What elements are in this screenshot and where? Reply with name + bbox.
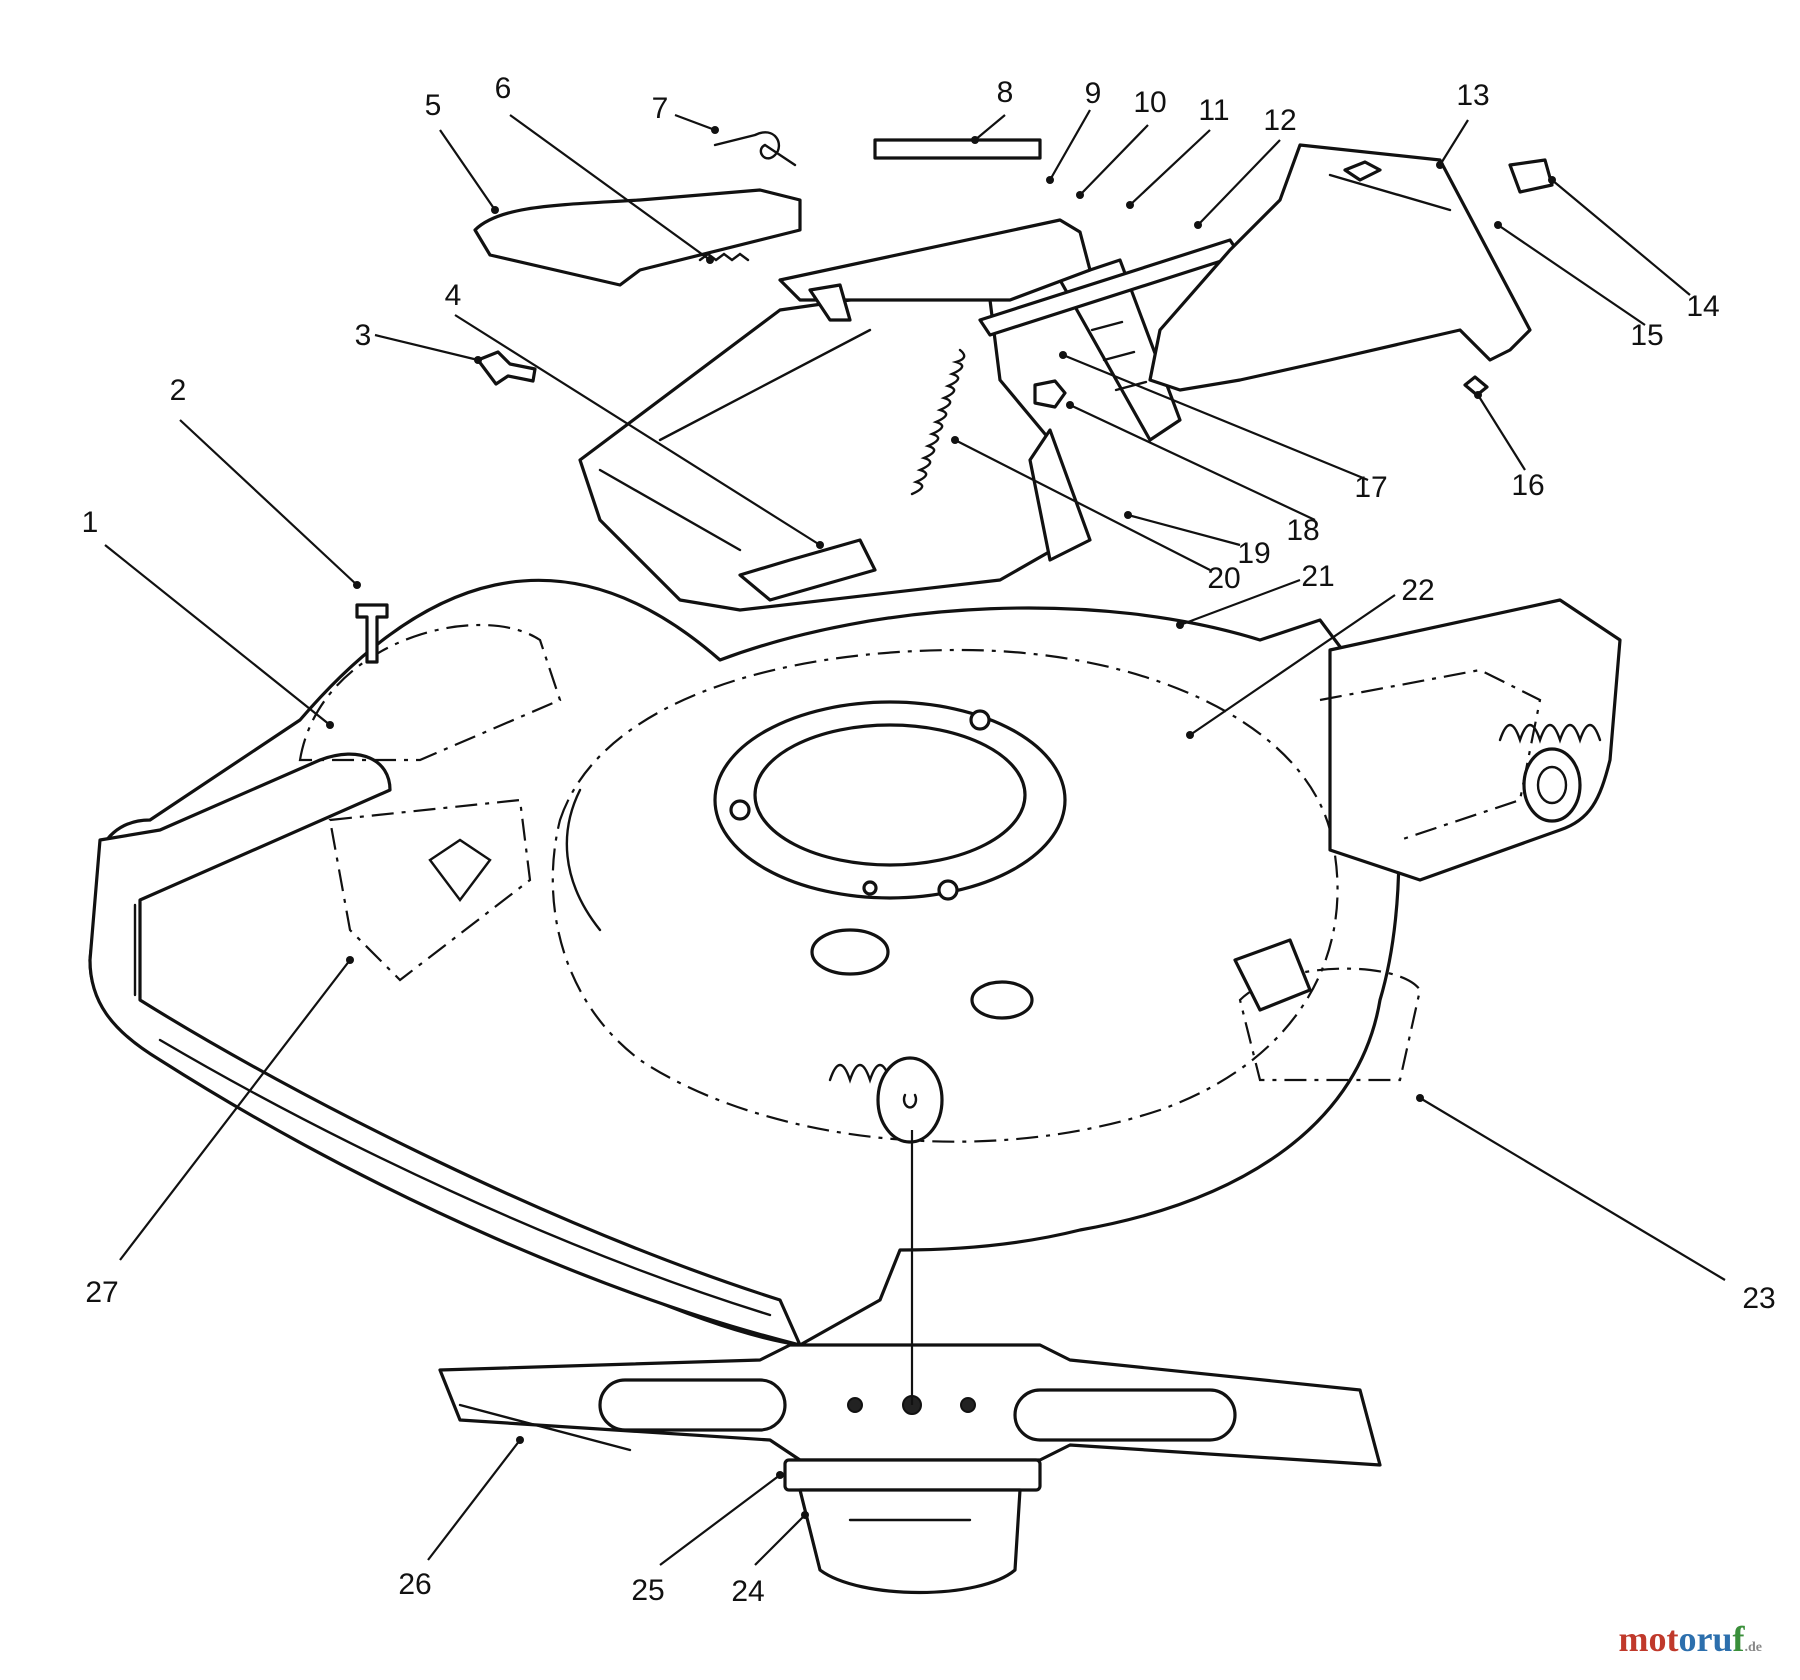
watermark-part-b: oru xyxy=(1678,1619,1733,1659)
callout-16: 16 xyxy=(1511,469,1544,502)
callout-22: 22 xyxy=(1401,574,1434,607)
cover-part xyxy=(473,188,802,287)
callout-6: 6 xyxy=(495,72,512,105)
bar-part xyxy=(873,138,1042,160)
mower-deck-housing xyxy=(88,578,1622,1347)
callout-17: 17 xyxy=(1354,471,1387,504)
rear-door-assembly xyxy=(578,258,1182,612)
callout-26: 26 xyxy=(398,1568,431,1601)
callout-23: 23 xyxy=(1742,1282,1775,1315)
watermark-suffix: .de xyxy=(1744,1640,1763,1655)
grass-bag-frame xyxy=(1148,143,1532,392)
callout-leaders xyxy=(104,109,1726,1566)
torsion-spring xyxy=(713,131,797,167)
callout-18: 18 xyxy=(1286,514,1319,547)
callout-7: 7 xyxy=(652,92,669,125)
callout-1: 1 xyxy=(82,506,99,539)
callout-25: 25 xyxy=(631,1574,664,1607)
callout-27: 27 xyxy=(85,1276,118,1309)
blade-adapter xyxy=(783,1458,1042,1594)
callout-labels: 1 2 3 4 5 6 7 8 9 10 11 12 13 14 15 16 1… xyxy=(82,72,1776,1608)
callout-5: 5 xyxy=(425,89,442,122)
knob xyxy=(1508,158,1554,194)
callout-21: 21 xyxy=(1301,560,1334,593)
callout-19: 19 xyxy=(1237,537,1270,570)
bolt xyxy=(355,603,389,664)
callout-14: 14 xyxy=(1686,290,1719,323)
watermark-part-c: f xyxy=(1732,1619,1745,1659)
handle-bracket xyxy=(778,218,1092,322)
small-spring xyxy=(698,252,750,262)
callout-4: 4 xyxy=(445,279,462,312)
clip xyxy=(1463,375,1489,397)
blade xyxy=(438,1343,1382,1467)
callout-3: 3 xyxy=(355,319,372,352)
callout-24: 24 xyxy=(731,1575,764,1608)
callout-10: 10 xyxy=(1133,86,1166,119)
callout-11: 11 xyxy=(1198,94,1229,127)
callout-12: 12 xyxy=(1263,104,1296,137)
watermark-part-a: mot xyxy=(1618,1619,1679,1659)
bolt xyxy=(476,350,537,386)
callout-13: 13 xyxy=(1456,79,1489,112)
callout-15: 15 xyxy=(1630,319,1663,352)
callout-9: 9 xyxy=(1085,77,1102,110)
callout-2: 2 xyxy=(170,374,187,407)
callout-8: 8 xyxy=(997,76,1014,109)
callout-20: 20 xyxy=(1207,562,1240,595)
watermark-logo: motoruf.de xyxy=(1619,1618,1762,1660)
bolt xyxy=(1033,379,1067,409)
spring xyxy=(910,348,966,496)
